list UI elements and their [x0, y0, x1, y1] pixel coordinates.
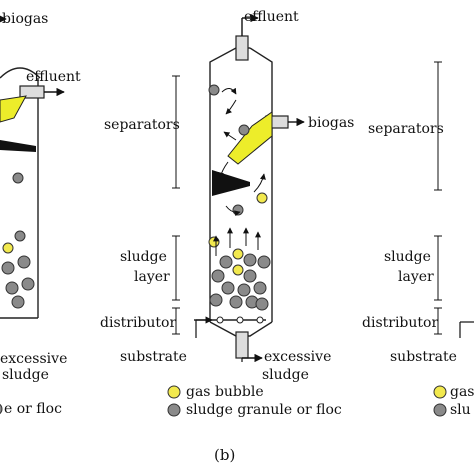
left-effluent-label: effluent: [26, 69, 81, 85]
middle-granule: [243, 269, 257, 283]
middle-effluent-pipe: [235, 35, 249, 61]
right-substrate-label: substrate: [390, 349, 457, 365]
left-reactor: [0, 67, 41, 319]
middle-granule: [221, 281, 235, 295]
middle-granule: [208, 84, 220, 96]
middle-effluent-label: effluent: [244, 9, 299, 25]
right-sludge-layer-line2: layer: [398, 269, 434, 285]
middle-sludge-layer-line2: layer: [134, 269, 170, 285]
right-legend-gas-label: gas: [450, 384, 474, 400]
right-separators-label: separators: [368, 121, 444, 137]
left-legend-floc-dot: [0, 403, 3, 415]
left-baffle: [0, 140, 36, 152]
middle-gas-bubble: [232, 248, 244, 260]
left-granule: [21, 277, 35, 291]
middle-flow-arrow: [253, 173, 266, 193]
middle-flow-arrow: [221, 87, 237, 95]
middle-granule: [237, 283, 251, 297]
middle-flow-arrow: [218, 161, 229, 179]
left-separator: [0, 95, 27, 123]
middle-gas-bubble: [256, 192, 268, 204]
middle-dimension-brackets: [172, 75, 180, 335]
left-gas-bubble: [2, 242, 14, 254]
middle-granule: [209, 293, 223, 307]
middle-flow-arrow: [223, 131, 237, 141]
middle-granule: [219, 255, 233, 269]
middle-granule: [243, 253, 257, 267]
middle-distributor-label: distributor: [100, 315, 177, 331]
left-legend-floc-label: e or floc: [4, 401, 62, 417]
middle-distributor-nozzle: [216, 316, 224, 324]
middle-baffle: [212, 170, 250, 196]
middle-sludge-label: sludge: [262, 367, 309, 383]
middle-granule: [232, 204, 244, 216]
middle-granule: [253, 281, 267, 295]
middle-granule: [211, 269, 225, 283]
left-granule: [12, 172, 24, 184]
middle-granule: [238, 124, 250, 136]
middle-distributor-nozzle: [256, 316, 264, 324]
left-excessive-label: excessive: [0, 351, 68, 367]
middle-granule: [229, 295, 243, 309]
left-granule: [14, 230, 26, 242]
left-biogas-label: biogas: [2, 11, 49, 27]
middle-separators-label: separators: [104, 117, 180, 133]
left-granule: [5, 281, 19, 295]
legend-granule-dot: [167, 403, 181, 417]
left-granule: [11, 295, 25, 309]
middle-granule: [255, 297, 269, 311]
middle-excess-pipe: [235, 331, 249, 359]
legend-gas-bubble-dot: [167, 385, 181, 399]
right-legend-granule-label: slu: [450, 402, 471, 418]
left-granule: [1, 261, 15, 275]
middle-substrate-label: substrate: [120, 349, 187, 365]
left-reactor-dome: [0, 67, 41, 79]
middle-gas-bubble: [232, 264, 244, 276]
middle-excessive-label: excessive: [264, 349, 332, 365]
middle-flow-arrow: [225, 99, 237, 115]
right-legend-gas-dot: [433, 385, 447, 399]
panel-caption-b: (b): [214, 446, 236, 464]
right-distributor-label: distributor: [362, 315, 439, 331]
right-sludge-layer-line1: sludge: [384, 249, 431, 265]
middle-gas-bubble: [208, 236, 220, 248]
middle-flow-arrow: [225, 205, 241, 217]
middle-biogas-label: biogas: [308, 115, 355, 131]
middle-sludge-layer-line1: sludge: [120, 249, 167, 265]
middle-separator: [227, 111, 273, 165]
left-granule: [17, 255, 31, 269]
right-dimension-brackets: [434, 61, 442, 335]
legend-gas-bubble-label: gas bubble: [186, 384, 264, 400]
middle-distributor-nozzle: [236, 316, 244, 324]
right-legend-granule-dot: [433, 403, 447, 417]
left-sludge-label: sludge: [2, 367, 49, 383]
legend-granule-label: sludge granule or floc: [186, 402, 342, 418]
middle-granule: [257, 255, 271, 269]
middle-reactor-top: [209, 47, 237, 70]
